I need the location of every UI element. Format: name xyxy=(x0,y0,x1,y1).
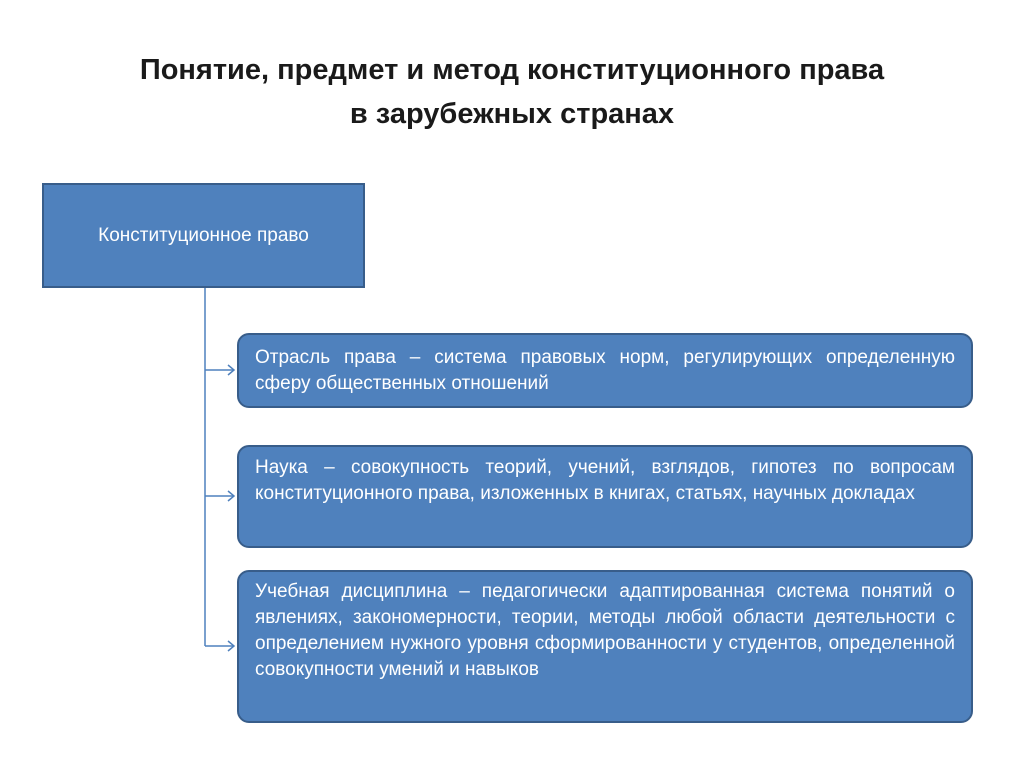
node-science-text: Наука – совокупность теорий, учений, взг… xyxy=(255,457,955,504)
slide-title-line-2: в зарубежных странах xyxy=(349,98,675,130)
node-academic-discipline-text: Учебная дисциплина – педагогически адапт… xyxy=(255,581,955,680)
connector-arrowhead-2 xyxy=(227,490,236,502)
node-branch-of-law-text: Отрасль права – система правовых норм, р… xyxy=(255,347,955,394)
node-branch-of-law: Отрасль права – система правовых норм, р… xyxy=(237,333,973,408)
node-academic-discipline: Учебная дисциплина – педагогически адапт… xyxy=(237,570,973,723)
connector-arrowhead-3 xyxy=(227,640,236,652)
node-science: Наука – совокупность теорий, учений, взг… xyxy=(237,445,973,548)
slide-title-line-1: Понятие, предмет и метод конституционног… xyxy=(139,54,885,86)
root-node-constitutional-law: Конституционное право xyxy=(42,183,365,288)
root-node-label: Конституционное право xyxy=(98,224,309,246)
connector-arrowhead-1 xyxy=(227,364,236,376)
slide-title: Понятие, предмет и метод конституционног… xyxy=(40,48,984,136)
